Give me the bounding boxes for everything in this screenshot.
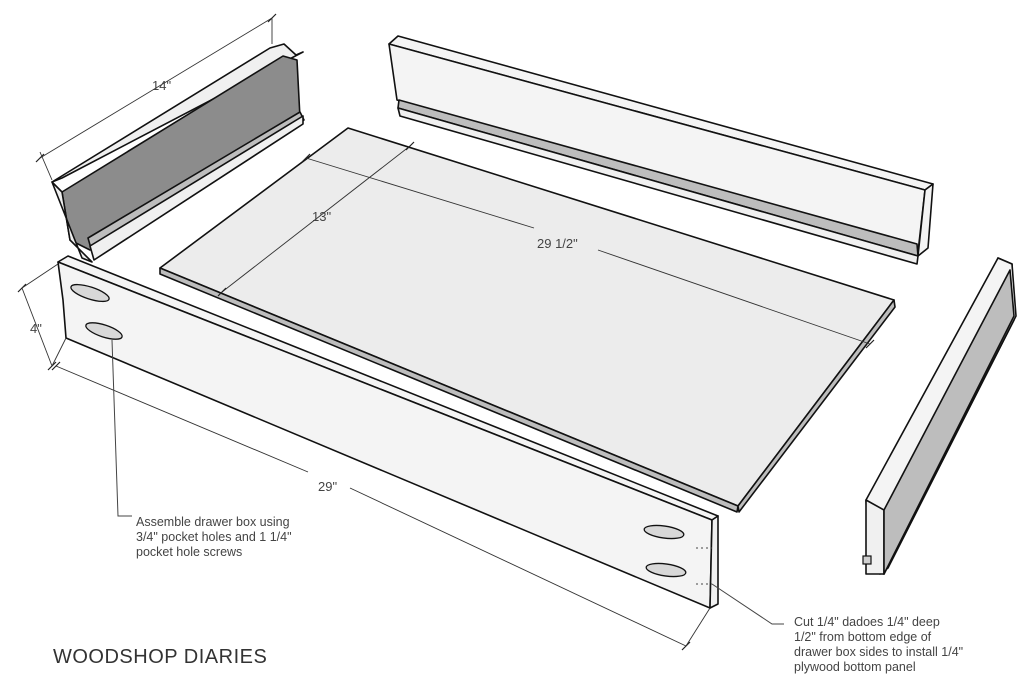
dim-bottom-length: 29 1/2" xyxy=(301,153,875,349)
dim-label-side-length: 29" xyxy=(318,479,337,494)
note-dadoes: Cut 1/4" dadoes 1/4" deep 1/2" from bott… xyxy=(696,547,967,674)
pocket-hole-4 xyxy=(645,562,687,578)
note-line-5: 1/2" from bottom edge of xyxy=(794,630,932,644)
pocket-hole-3 xyxy=(643,524,685,540)
note-line-3: pocket hole screws xyxy=(136,545,242,559)
pocket-hole-1 xyxy=(70,283,110,303)
brand-logo: WOODSHOP DIARIES xyxy=(53,646,267,668)
front-side-board xyxy=(57,255,719,609)
svg-text:Assemble drawer box using: Assemble drawer box using 3/4" pocket ho… xyxy=(136,515,295,559)
back-rail xyxy=(388,35,934,265)
dim-side-height: 4" xyxy=(17,263,67,371)
dado-groove xyxy=(862,555,872,565)
back-panel xyxy=(51,43,305,263)
dim-back-width: 14" xyxy=(35,13,277,181)
note-line-2: 3/4" pocket holes and 1 1/4" xyxy=(136,530,292,544)
note-line-4: Cut 1/4" dadoes 1/4" deep xyxy=(794,615,940,629)
note-line-1: Assemble drawer box using xyxy=(136,515,290,529)
dim-bottom-depth: 13" xyxy=(217,141,415,297)
note-line-7: plywood bottom panel xyxy=(794,660,916,674)
note-pocket-holes: Assemble drawer box using 3/4" pocket ho… xyxy=(111,339,295,559)
dim-label-back-width: 14" xyxy=(152,78,171,93)
note-line-6: drawer box sides to install 1/4" xyxy=(794,645,963,659)
pocket-hole-2 xyxy=(85,322,123,340)
bottom-panel xyxy=(159,127,896,513)
front-panel xyxy=(862,257,1017,575)
dim-side-length: 29" xyxy=(51,361,711,651)
svg-text:Cut 1/4" dadoes 1/4" deep: Cut 1/4" dadoes 1/4" deep 1/2" from bott… xyxy=(794,615,967,674)
dim-label-bottom-length: 29 1/2" xyxy=(537,236,578,251)
dim-label-side-height: 4" xyxy=(30,321,42,336)
dim-label-bottom-depth: 13" xyxy=(312,209,331,224)
